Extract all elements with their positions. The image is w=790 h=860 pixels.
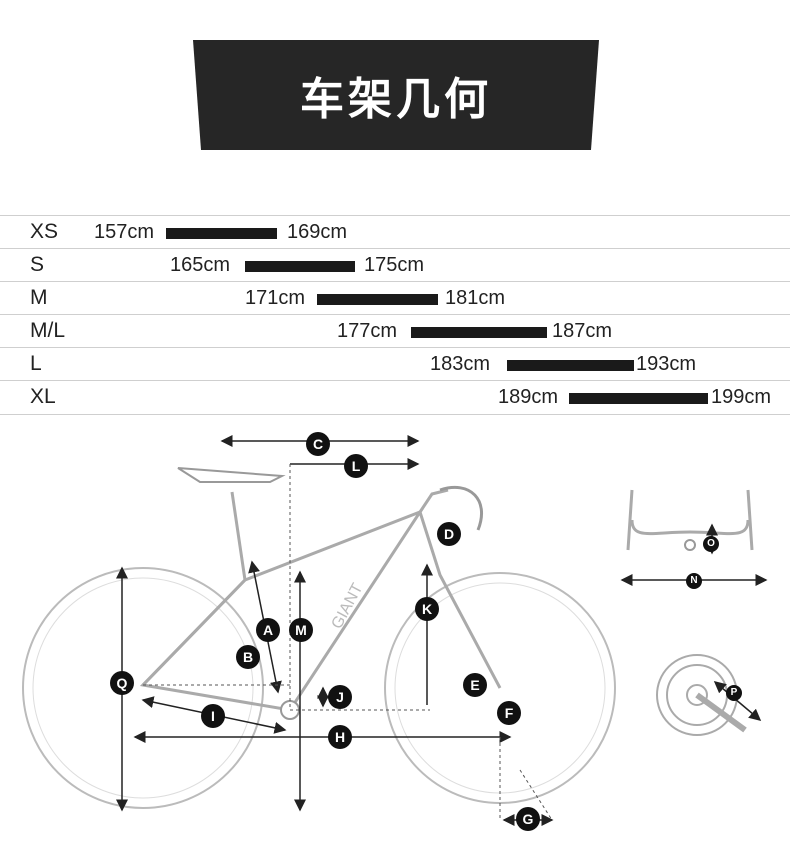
title-banner: 车架几何	[193, 40, 599, 150]
height-min: 177cm	[337, 320, 398, 342]
size-label: XL	[30, 385, 56, 408]
height-max: 175cm	[364, 254, 425, 276]
handlebar-top-view	[626, 489, 754, 551]
size-row-xl: XL 189cm 199cm	[0, 380, 790, 415]
marker-a: A	[256, 618, 280, 642]
size-label: L	[30, 352, 42, 375]
height-range-bar	[317, 294, 438, 305]
banner-background	[193, 40, 599, 150]
page-title: 车架几何	[300, 74, 492, 125]
size-row-xs: XS 157cm 169cm	[0, 215, 790, 249]
marker-o: O	[703, 536, 719, 552]
size-row-l: L 183cm 193cm	[0, 347, 790, 381]
height-range-bar	[507, 360, 634, 371]
height-range-bar	[411, 327, 547, 338]
height-range-bar	[166, 228, 277, 239]
height-range-bar	[569, 393, 708, 404]
height-max: 169cm	[287, 221, 348, 243]
height-max: 181cm	[445, 287, 506, 309]
marker-p: P	[726, 685, 742, 701]
marker-g: G	[516, 807, 540, 831]
height-min: 157cm	[94, 221, 155, 243]
marker-e: E	[463, 673, 487, 697]
marker-h: H	[328, 725, 352, 749]
height-range-bar	[245, 261, 355, 272]
height-max: 199cm	[711, 386, 772, 408]
rear-wheel	[22, 567, 264, 809]
size-label: S	[30, 253, 45, 276]
height-max: 193cm	[636, 353, 697, 375]
size-label: M/L	[30, 319, 66, 342]
height-min: 171cm	[245, 287, 306, 309]
size-row-m: M 171cm 181cm	[0, 281, 790, 315]
handlebar	[439, 485, 484, 531]
marker-l: L	[344, 454, 368, 478]
geometry-diagram: GIANT	[0, 420, 790, 855]
frame-logo: GIANT	[329, 581, 367, 632]
marker-j: J	[328, 685, 352, 709]
marker-f: F	[497, 701, 521, 725]
bike-drawing: GIANT	[22, 435, 768, 826]
height-min: 165cm	[170, 254, 231, 276]
marker-n: N	[686, 573, 702, 589]
saddle	[177, 467, 286, 483]
marker-q: Q	[110, 671, 134, 695]
marker-i: I	[201, 704, 225, 728]
marker-d: D	[437, 522, 461, 546]
marker-m: M	[289, 618, 313, 642]
height-min: 183cm	[430, 353, 491, 375]
size-label: XS	[30, 220, 59, 243]
size-label: M	[30, 286, 48, 309]
size-row-s: S 165cm 175cm	[0, 248, 790, 282]
size-row-ml: M/L 177cm 187cm	[0, 314, 790, 348]
marker-c: C	[306, 432, 330, 456]
marker-b: B	[236, 645, 260, 669]
marker-k: K	[415, 597, 439, 621]
height-min: 189cm	[498, 386, 559, 408]
height-max: 187cm	[552, 320, 613, 342]
